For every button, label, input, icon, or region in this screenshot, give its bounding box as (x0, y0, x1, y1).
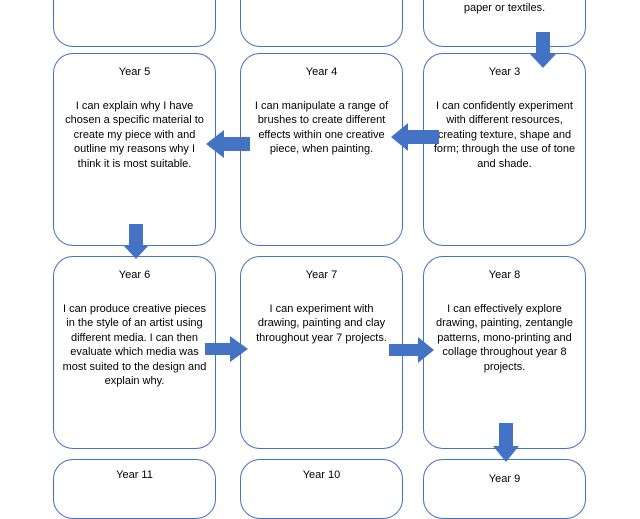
box-year6: Year 6 I can produce creative pieces in … (53, 256, 216, 449)
box-year7-title: Year 7 (305, 269, 338, 281)
box-year6-text: I can produce creative pieces in the sty… (62, 303, 207, 388)
box-year6-title: Year 6 (118, 269, 151, 281)
box-year4-text: I can manipulate a range of brushes to c… (254, 100, 389, 156)
box-row0-col3: different items and print onto paper or … (423, 0, 586, 47)
box-year8-title: Year 8 (488, 269, 521, 281)
box-row0-col1 (53, 0, 216, 47)
box-year4: Year 4 I can manipulate a range of brush… (240, 53, 403, 246)
box-year8: Year 8 I can effectively explore drawing… (423, 256, 586, 449)
flow-arrows (123, 32, 556, 462)
box-year5-text: I can explain why I have chosen a specif… (65, 100, 204, 170)
arrow-down-to-year6 (123, 224, 149, 259)
box-year3: Year 3 I can confidently experiment with… (423, 53, 586, 246)
box-row0-col3-text: different items and print onto paper or … (463, 2, 546, 15)
box-year5: Year 5 I can explain why I have chosen a… (53, 53, 216, 246)
box-year8-text: I can effectively explore drawing, paint… (436, 303, 573, 373)
arrow-down-to-year9 (493, 423, 519, 462)
box-year3-title: Year 3 (488, 66, 521, 78)
arrow-down-to-year3 (530, 32, 556, 68)
box-year3-text: I can confidently experiment with differ… (433, 100, 576, 170)
box-row0-col2 (240, 0, 403, 47)
arrow-right-to-year7 (205, 336, 248, 362)
box-year7-text: I can experiment with drawing, painting … (256, 303, 387, 344)
box-year11-title: Year 11 (116, 469, 153, 481)
box-year4-title: Year 4 (305, 66, 338, 78)
box-year5-title: Year 5 (118, 66, 151, 78)
arrow-left-to-year5 (206, 130, 250, 158)
arrow-left-to-year4 (391, 123, 439, 151)
arrow-right-to-year8 (389, 337, 434, 363)
box-year10-title: Year 10 (302, 469, 341, 481)
